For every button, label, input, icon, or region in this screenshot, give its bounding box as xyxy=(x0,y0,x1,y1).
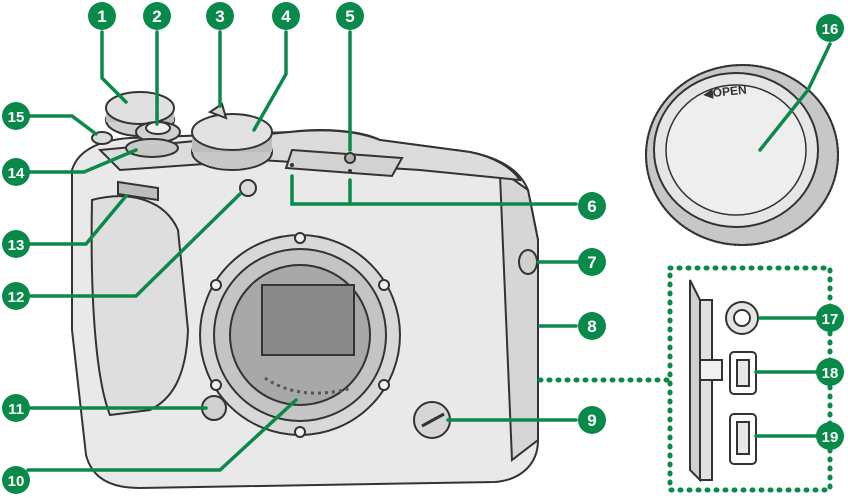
callout-badge-4: 4 xyxy=(272,2,300,30)
callout-badge-2: 2 xyxy=(143,2,171,30)
callout-badge-13: 13 xyxy=(2,230,30,258)
callout-number-7: 7 xyxy=(587,253,596,272)
callout-number-15: 15 xyxy=(8,109,25,126)
af-assist-lamp xyxy=(239,179,257,197)
callout-number-8: 8 xyxy=(587,317,596,336)
callout-number-1: 1 xyxy=(97,7,106,26)
callout-number-5: 5 xyxy=(345,7,354,26)
callout-circle-6 xyxy=(578,192,606,220)
callout-number-19: 19 xyxy=(822,429,839,446)
callout-badge-16: 16 xyxy=(816,14,844,42)
callout-badge-8: 8 xyxy=(578,312,606,340)
callout-number-16: 16 xyxy=(822,21,839,38)
callout-number-10: 10 xyxy=(8,473,25,490)
callout-badge-11: 11 xyxy=(2,394,30,422)
callout-circle-7 xyxy=(578,248,606,276)
callout-badge-18: 18 xyxy=(816,358,844,386)
callout-circle-16 xyxy=(816,14,844,42)
lens-contacts xyxy=(264,376,353,395)
front-grip xyxy=(90,195,190,417)
body-cap-open-text: ◀OPEN xyxy=(702,83,747,102)
ports-inset xyxy=(667,265,833,493)
camera-illustration xyxy=(71,91,539,490)
callout-number-6: 6 xyxy=(587,197,596,216)
callout-badge-5: 5 xyxy=(336,2,364,30)
leader-lines xyxy=(26,30,832,472)
callout-badge-10: 10 xyxy=(2,466,30,494)
callout-number-2: 2 xyxy=(152,7,161,26)
callout-number-3: 3 xyxy=(215,7,224,26)
callout-number-4: 4 xyxy=(281,7,291,26)
callout-circle-19 xyxy=(816,422,844,450)
callout-number-18: 18 xyxy=(822,365,839,382)
strap-eyelet xyxy=(518,249,538,275)
callout-circle-2 xyxy=(143,2,171,30)
callout-number-11: 11 xyxy=(8,401,24,418)
callout-badge-9: 9 xyxy=(578,406,606,434)
callout-circle-17 xyxy=(816,304,844,332)
callout-circle-15 xyxy=(2,102,30,130)
callout-badge-15: 15 xyxy=(2,102,30,130)
body-cap: ◀OPEN xyxy=(645,64,839,246)
callout-circle-9 xyxy=(578,406,606,434)
hot-shoe xyxy=(284,148,404,178)
callout-badge-7: 7 xyxy=(578,248,606,276)
callout-badge-14: 14 xyxy=(2,158,30,186)
callout-badge-19: 19 xyxy=(816,422,844,450)
command-lever xyxy=(207,102,228,120)
callout-number-9: 9 xyxy=(587,411,596,430)
callout-badge-3: 3 xyxy=(206,2,234,30)
command-dial xyxy=(117,180,159,202)
callout-badge-12: 12 xyxy=(2,282,30,310)
callout-circle-14 xyxy=(2,158,30,186)
callout-circle-11 xyxy=(2,394,30,422)
callout-badge-1: 1 xyxy=(88,2,116,30)
image-sensor xyxy=(261,284,355,356)
callout-badge-6: 6 xyxy=(578,192,606,220)
callout-circle-8 xyxy=(578,312,606,340)
callout-circle-5 xyxy=(336,2,364,30)
callout-number-12: 12 xyxy=(8,289,25,306)
callout-circle-18 xyxy=(816,358,844,386)
callout-circle-4 xyxy=(272,2,300,30)
callout-circle-12 xyxy=(2,282,30,310)
callout-number-17: 17 xyxy=(822,311,839,328)
callout-circle-3 xyxy=(206,2,234,30)
callout-number-13: 13 xyxy=(8,237,25,254)
callout-circle-10 xyxy=(2,466,30,494)
callout-circle-1 xyxy=(88,2,116,30)
callout-circle-13 xyxy=(2,230,30,258)
callout-number-14: 14 xyxy=(8,165,25,182)
callout-badge-17: 17 xyxy=(816,304,844,332)
on-off-lever xyxy=(125,138,179,158)
